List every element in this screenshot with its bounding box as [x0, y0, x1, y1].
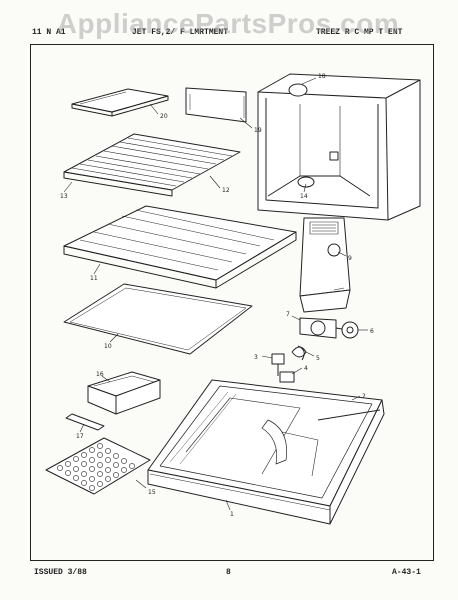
- callout-12: 12: [222, 187, 230, 194]
- footer-diagram-code: A-43-1: [392, 568, 421, 577]
- part-20-tray: [71, 88, 169, 117]
- callout-numbers: 20 19 18 12 13 14 11 9 10 7 6 5 3 4 2 16 17 15 1: [60, 73, 374, 518]
- callout-17: 17: [76, 433, 84, 440]
- callout-11: 11: [90, 275, 98, 282]
- callout-3: 3: [254, 354, 258, 361]
- callout-1: 1: [230, 511, 234, 518]
- footer-issued-date: ISSUED 3/88: [34, 568, 87, 577]
- callout-6: 6: [370, 328, 374, 335]
- callout-7: 7: [286, 311, 290, 318]
- header-middle-label: JET FS,2/ F LMRTMENT: [132, 28, 229, 37]
- header-left-label: 11 N A1: [32, 28, 66, 37]
- part-19-panel: [185, 87, 247, 123]
- part-11-glass-shelf: [63, 205, 297, 289]
- callout-9: 9: [348, 255, 352, 262]
- callout-15: 15: [148, 489, 156, 496]
- part-17-handle: [65, 413, 105, 431]
- part-10-cover-panel: [63, 283, 253, 355]
- watermark-logo: AppliancePartsPros.com: [56, 8, 400, 39]
- part-16-crisper-drawer: [87, 371, 161, 415]
- part-9-air-duct: [299, 217, 351, 313]
- part-18-freezer-liner: [257, 73, 421, 221]
- part-1-bottom-pan: [147, 379, 385, 525]
- part-15-ice-tray: [45, 437, 151, 495]
- parts-3-to-7-fan-assembly: [271, 317, 359, 383]
- part-12-wire-shelf: [63, 133, 241, 197]
- callout-16: 16: [96, 371, 104, 378]
- callout-19: 19: [254, 127, 262, 134]
- callout-14: 14: [300, 193, 308, 200]
- footer-page-number: 8: [226, 568, 231, 577]
- callout-4: 4: [304, 365, 308, 372]
- callout-5: 5: [316, 355, 320, 362]
- diagram-frame: [30, 44, 434, 561]
- part-2-trim-strip: [317, 409, 381, 421]
- callout-leaders: [63, 77, 368, 511]
- callout-18: 18: [318, 73, 326, 80]
- callout-20: 20: [160, 113, 168, 120]
- header-right-label: TREEZ R C MP T ENT: [316, 28, 403, 37]
- callout-2: 2: [362, 393, 366, 400]
- callout-10: 10: [104, 343, 112, 350]
- callout-13: 13: [60, 193, 68, 200]
